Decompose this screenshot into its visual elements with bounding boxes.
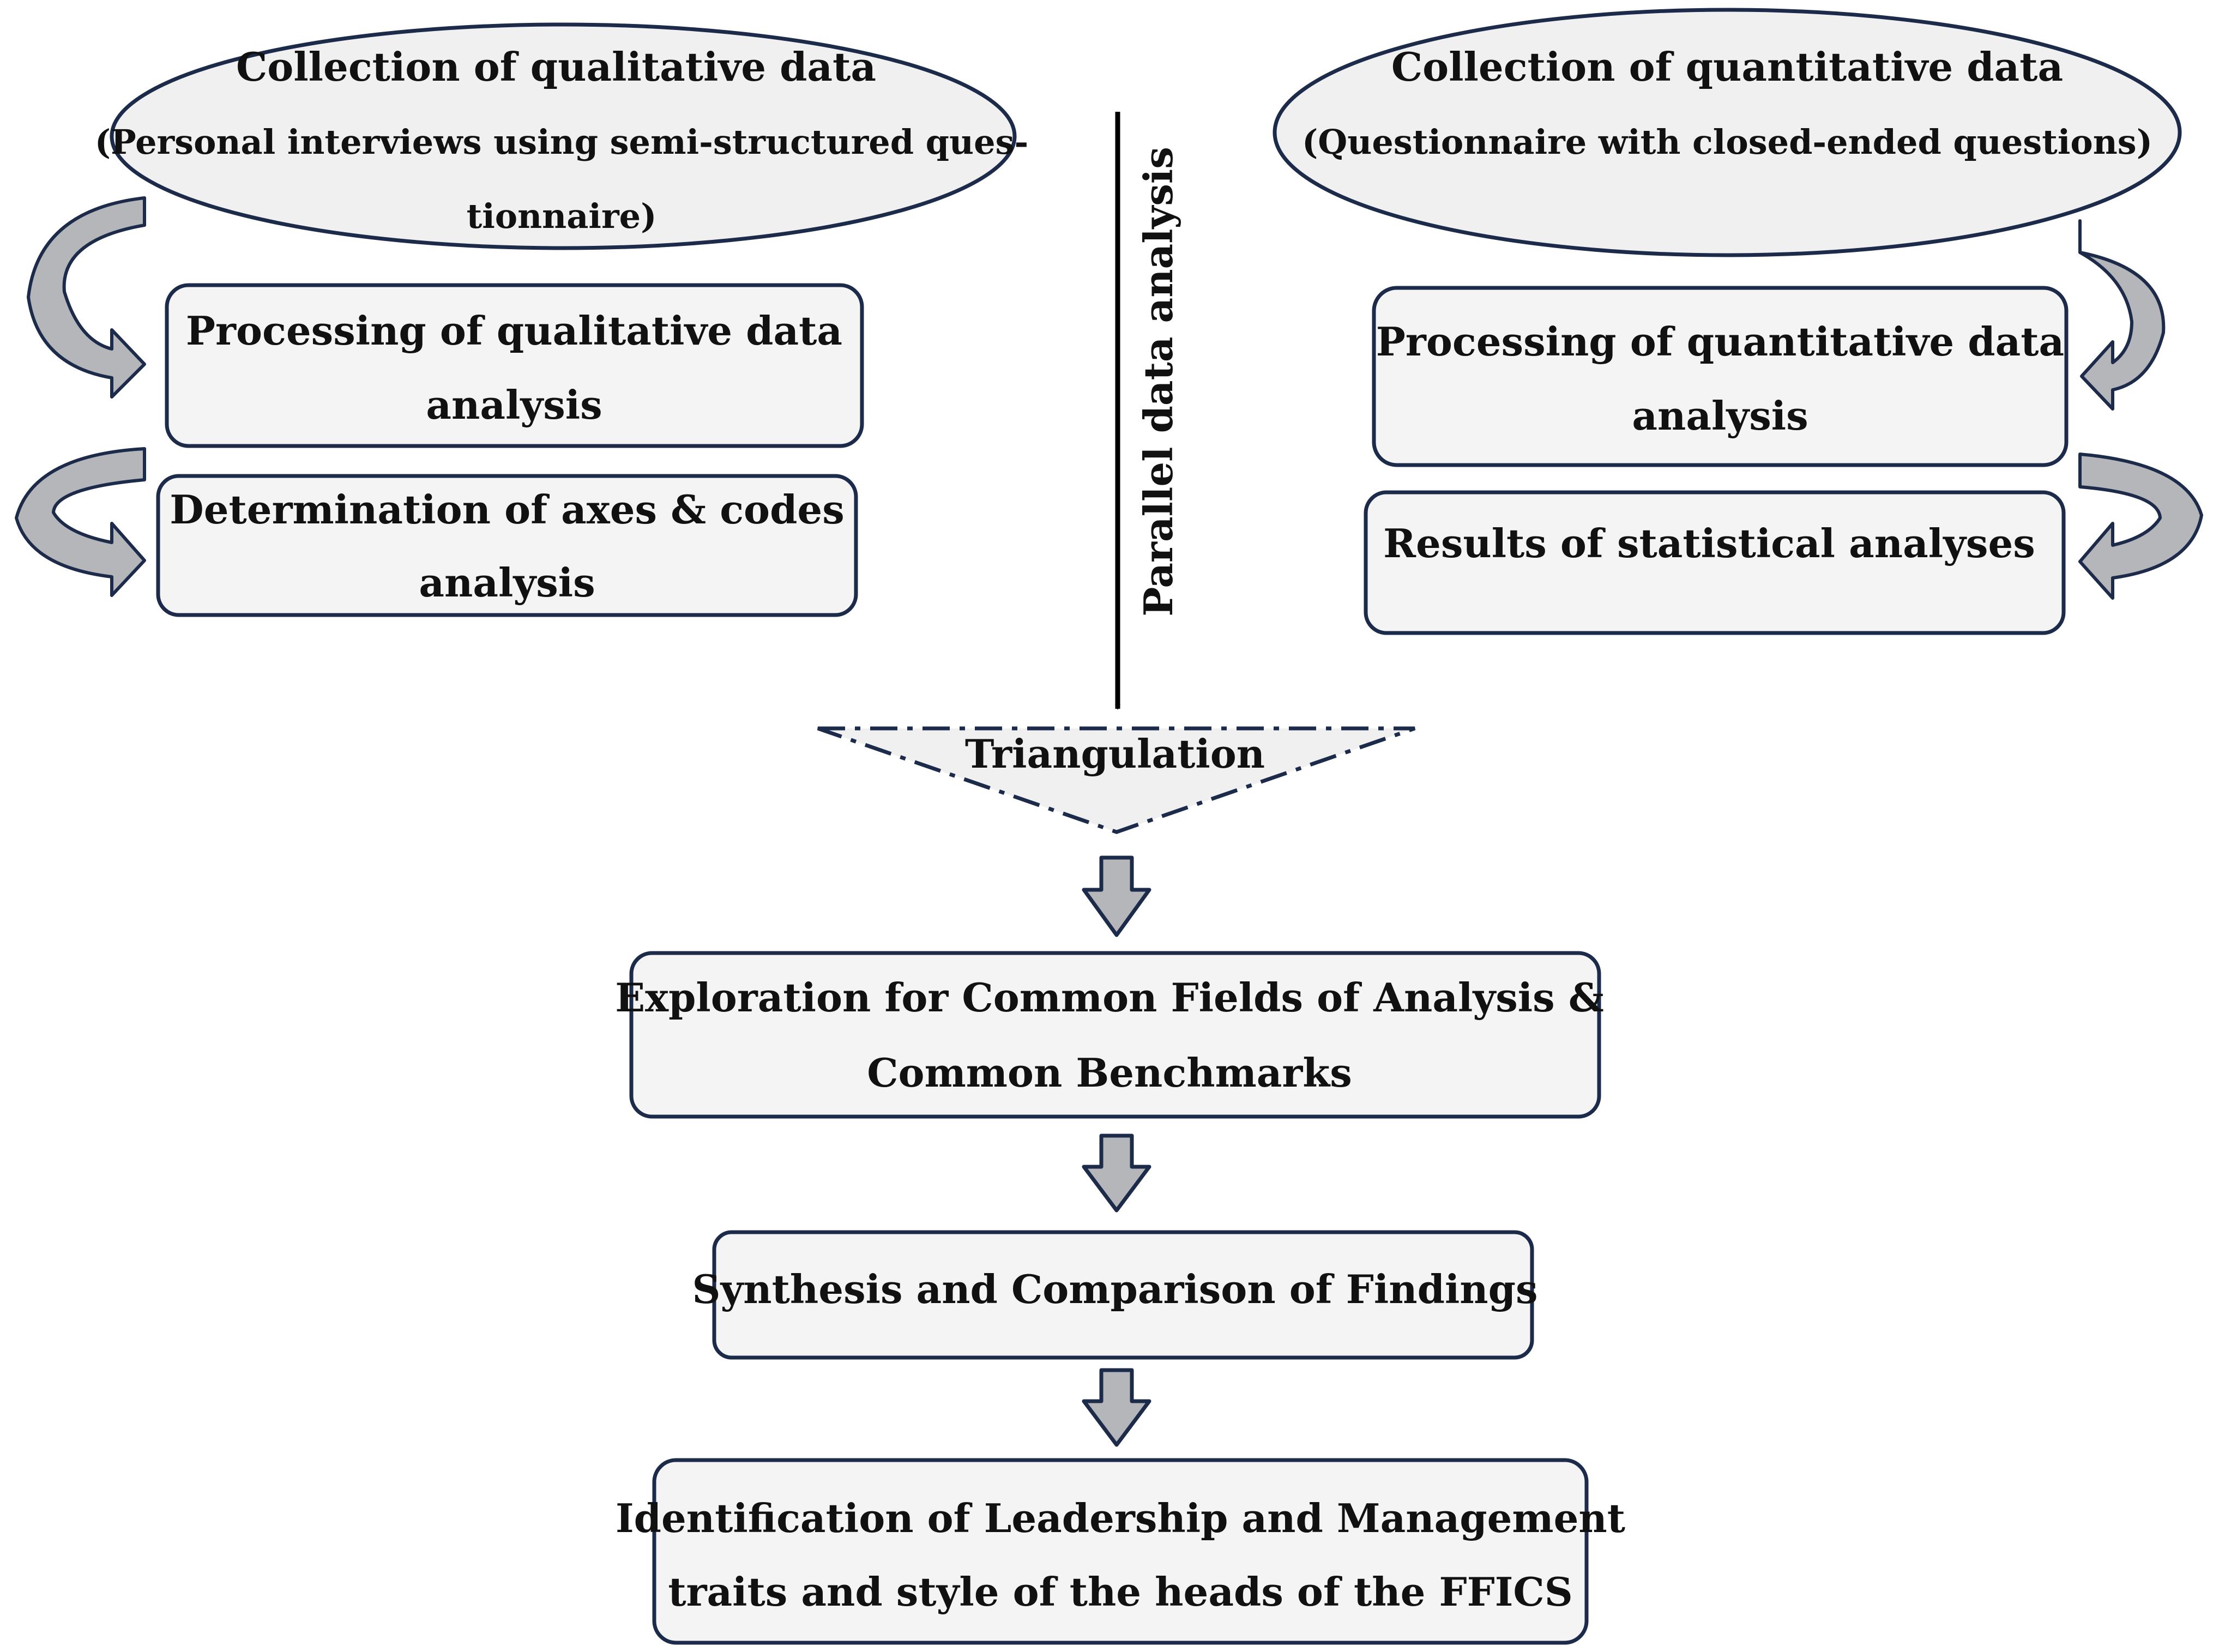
synthesis-node: Synthesis and Comparison of Findings [692, 1230, 1538, 1360]
parallel-analysis-label: Parallel data analysis [1135, 147, 1181, 617]
statistical-results-node: Results of statistical analyses [1364, 490, 2066, 635]
down-arrow-2-icon [1082, 1134, 1151, 1213]
exploration-node: Exploration for Common Fields of Analysi… [615, 951, 1604, 1119]
triangulation-node: Triangulation [817, 726, 1416, 834]
curved-arrow-right-2-icon [2078, 453, 2203, 600]
codes-determination-line1: Determination of axes & codes [170, 486, 845, 533]
down-arrow-3-icon [1082, 1368, 1151, 1447]
exploration-line1: Exploration for Common Fields of Analysi… [615, 974, 1603, 1021]
qualitative-collection-title: Collection of qualitative data [236, 44, 876, 90]
identification-line1: Identification of Leadership and Managem… [616, 1495, 1625, 1541]
statistical-results-label: Results of statistical analyses [1383, 520, 2035, 566]
qualitative-collection-detail-line1: (Personal interviews using semi-structur… [95, 122, 1028, 162]
qualitative-collection-node: Collection of qualitative data (Personal… [95, 22, 1028, 250]
quantitative-processing-line1: Processing of quantitative data [1376, 318, 2064, 365]
qualitative-collection-detail-line2: tionnaire) [467, 196, 657, 236]
exploration-line2: Common Benchmarks [867, 1050, 1352, 1096]
curved-arrow-right-1-icon [2078, 219, 2166, 411]
quantitative-collection-detail: (Questionnaire with closed-ended questio… [1302, 122, 2152, 162]
codes-determination-line2: analysis [419, 559, 595, 606]
qualitative-processing-line2: analysis [426, 382, 602, 428]
triangulation-label: Triangulation [965, 731, 1265, 777]
curved-arrow-left-2-icon [15, 447, 146, 597]
quantitative-collection-title: Collection of quantitative data [1391, 44, 2063, 90]
quantitative-processing-node: Processing of quantitative data analysis [1372, 286, 2069, 467]
quantitative-processing-line2: analysis [1632, 393, 1808, 439]
quantitative-collection-node: Collection of quantitative data (Questio… [1273, 8, 2182, 257]
identification-node: Identification of Leadership and Managem… [616, 1458, 1625, 1645]
curved-arrow-left-1-icon [27, 196, 146, 399]
down-arrow-1-icon [1082, 855, 1151, 937]
qualitative-processing-line1: Processing of qualitative data [186, 308, 842, 354]
qualitative-processing-node: Processing of qualitative data analysis [165, 283, 864, 448]
identification-line2: traits and style of the heads of the FFI… [668, 1569, 1572, 1615]
synthesis-label: Synthesis and Comparison of Findings [692, 1266, 1537, 1312]
codes-determination-node: Determination of axes & codes analysis [156, 474, 858, 617]
